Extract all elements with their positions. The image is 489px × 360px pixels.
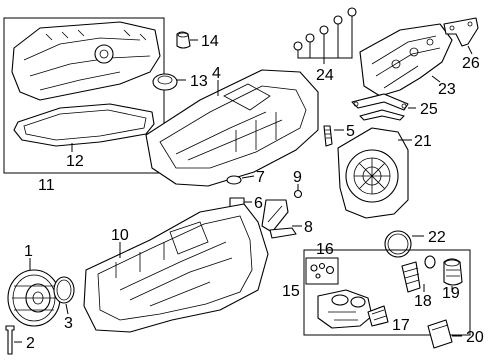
callout-9: 9 [293,169,302,186]
oil-filter-element [401,261,421,293]
callout-3: 3 [64,315,73,332]
o-ring-7 [226,175,242,185]
intake-manifold [359,23,453,97]
callout-6: 6 [254,195,263,212]
callout-12: 12 [66,153,84,170]
oil-filler-cap [152,73,178,91]
callout-17: 17 [392,317,410,334]
seal-ring-22 [384,230,412,258]
callout-24: 24 [316,67,334,84]
leader-3 [65,303,69,315]
callout-21: 21 [414,133,432,150]
oil-level-sensor [261,199,297,239]
seal-kit-16 [305,257,339,285]
callout-20: 20 [466,329,484,346]
callout-22: 22 [428,229,446,246]
pulley-bolt [5,325,15,355]
oil-filler-cap-small [176,31,191,49]
leader-26 [467,45,473,55]
washer-9 [293,189,303,199]
callout-19: 19 [442,285,460,302]
callout-10: 10 [111,227,129,244]
bolt-5 [323,125,333,147]
leader-7 [241,175,255,179]
crankshaft-pulley [7,269,61,327]
callout-7: 7 [256,169,265,186]
housing-gasket-17 [367,305,389,327]
callout-4: 4 [212,65,221,82]
callout-25: 25 [420,101,438,118]
oil-filter-housing [317,289,373,329]
leader-18-19 [423,284,453,292]
callout-5: 5 [346,123,355,140]
callout-1: 1 [24,243,33,260]
crank-seal [53,276,75,304]
timing-cover [337,127,409,219]
callout-16: 16 [316,241,334,258]
callout-23: 23 [438,81,456,98]
callout-14: 14 [201,33,219,50]
bracket-26 [443,17,479,47]
callout-15: 15 [282,283,300,300]
wiring-bracket-25 [351,93,409,121]
lower-oil-pan [83,203,269,333]
valve-cover-group-box [3,17,165,174]
callout-13: 13 [190,73,208,90]
callout-18: 18 [414,293,432,310]
callout-2: 2 [26,335,35,352]
callout-11: 11 [38,177,55,194]
o-ring-set-24 [293,7,357,64]
upper-oil-pan [145,69,319,187]
cover-20 [427,319,453,349]
oil-filter-housing-group-box [303,249,471,336]
callout-26: 26 [462,55,480,72]
leader-23 [431,75,441,83]
callout-8: 8 [304,219,313,236]
filter-cap-19 [424,255,463,286]
valve-cover-gasket [13,103,155,147]
valve-cover [11,21,161,101]
